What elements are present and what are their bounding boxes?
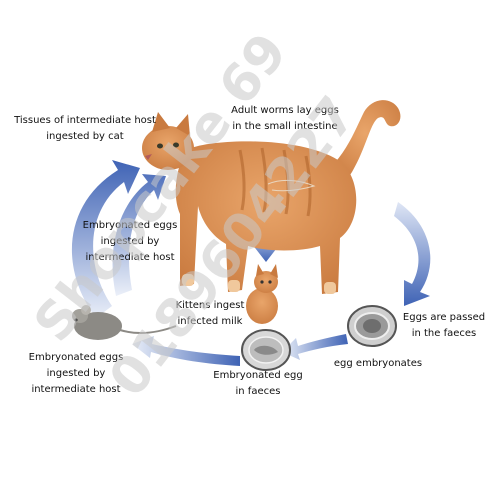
cycle-arrow-icon — [71, 160, 140, 318]
kitten-illustration — [246, 264, 278, 324]
egg-icon — [347, 305, 397, 347]
label-tissues: Tissues of intermediate host ingested by… — [14, 115, 156, 142]
label-eggs-passed: Eggs are passed in the faeces — [402, 312, 486, 339]
cycle-arrow-icon — [282, 334, 348, 360]
mouse-illustration — [72, 305, 177, 340]
egg-icon — [241, 329, 291, 371]
adult-cat-illustration — [142, 100, 401, 294]
cycle-arrow-icon — [132, 336, 240, 366]
label-embryonated-upper: Embryonated eggs ingested by intermediat… — [82, 220, 178, 263]
cycle-arrow-icon — [112, 174, 166, 296]
label-embryonated-egg-faeces: Embryonated egg in faeces — [213, 370, 303, 397]
cycle-arrow-icon — [394, 202, 431, 306]
label-kittens: Kittens ingest infected milk — [175, 300, 245, 327]
label-egg-embryonates: egg embryonates — [333, 358, 423, 369]
label-adult-worms: Adult worms lay eggs in the small intest… — [231, 105, 339, 132]
label-embryonated-lower: Embryonated eggs ingested by intermediat… — [28, 352, 124, 395]
